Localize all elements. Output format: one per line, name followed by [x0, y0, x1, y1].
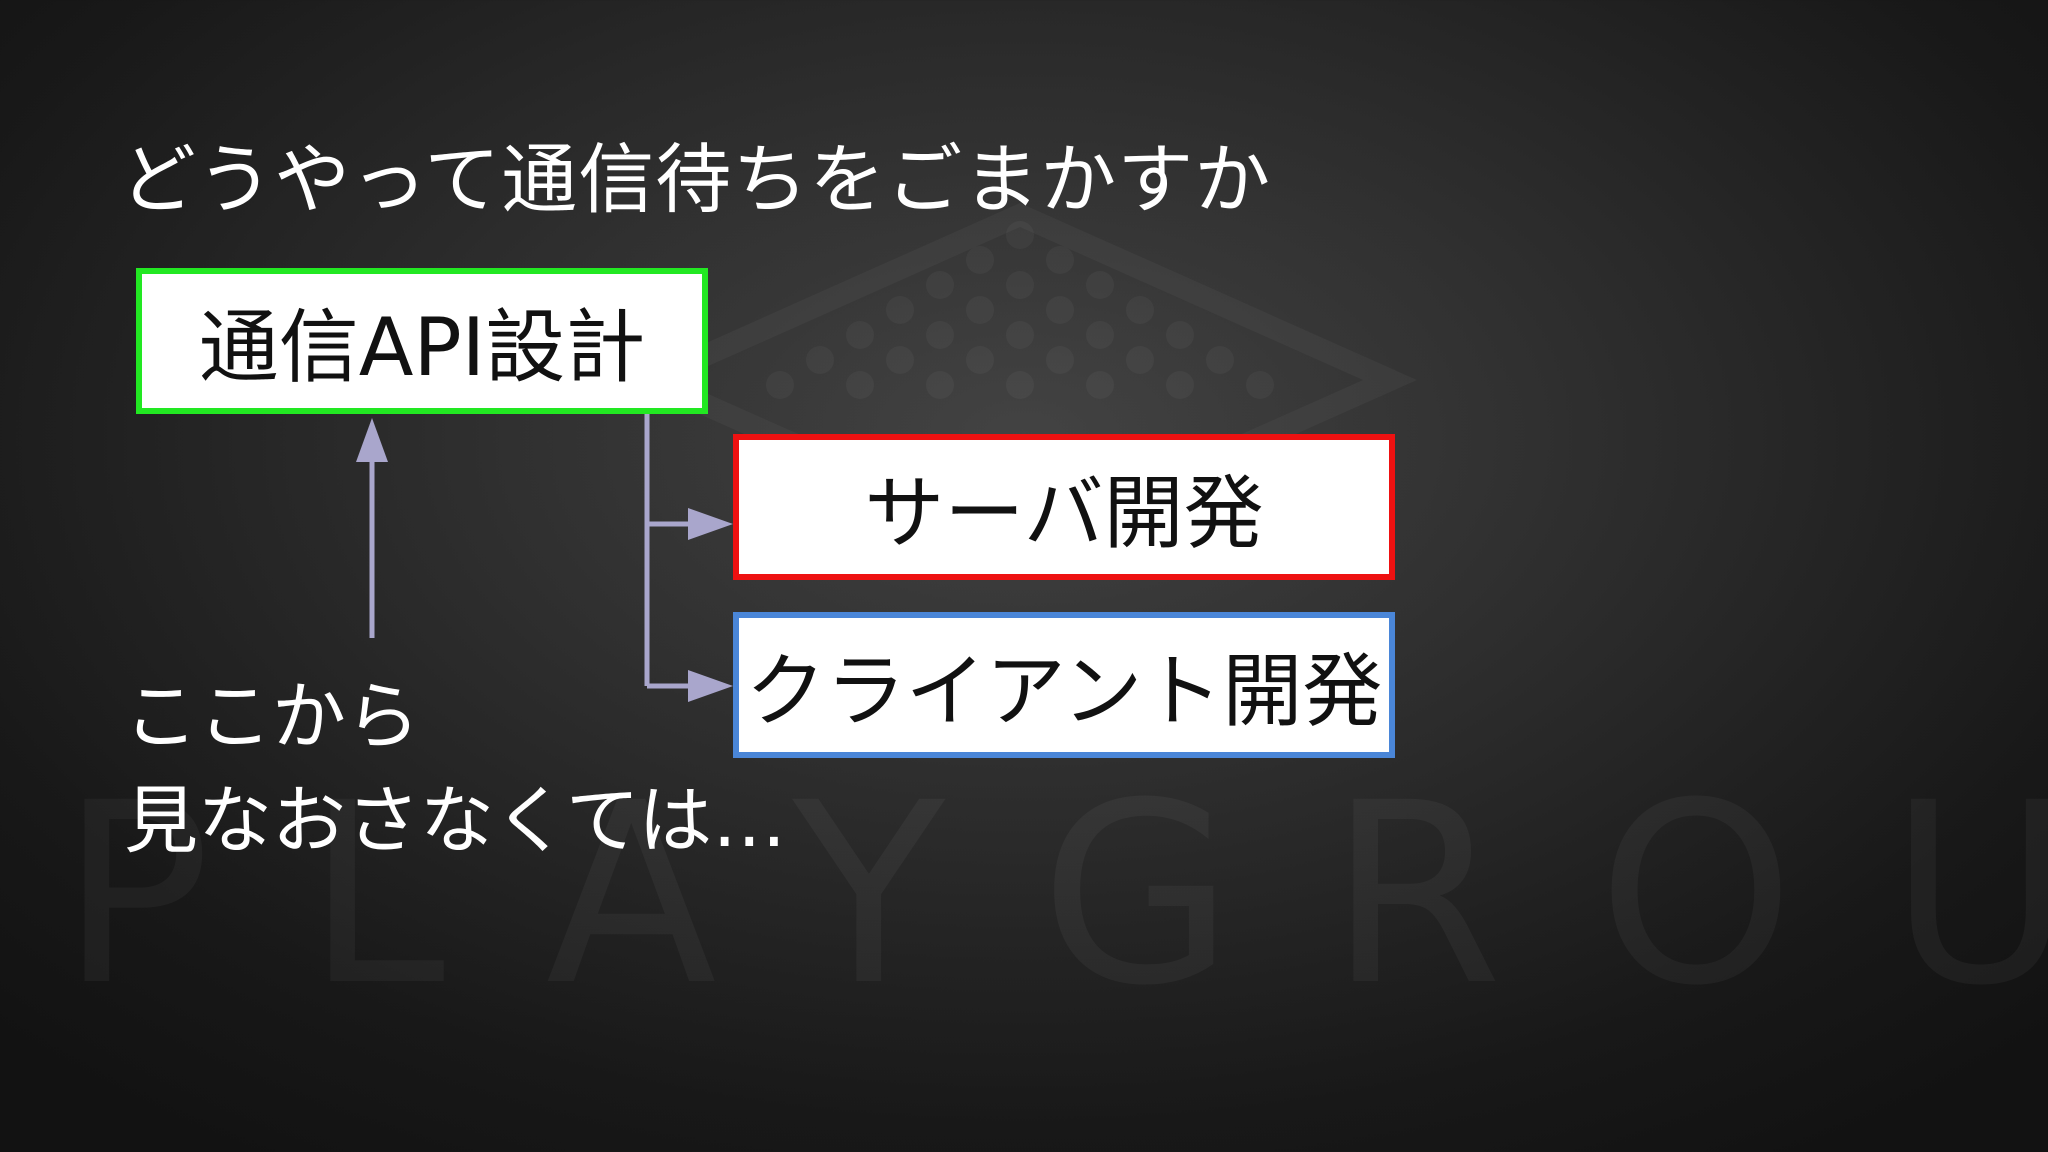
revisit-note: ここから 見なおさなくては… [124, 665, 786, 873]
server-dev-label: サーバ開発 [864, 467, 1264, 560]
arrowhead-server [688, 508, 733, 540]
arrowhead-client [688, 670, 733, 702]
note-line-1: ここから [124, 674, 420, 760]
slide-title: どうやって通信待ちをごまかすか [120, 135, 1272, 224]
client-dev-label: クライアント開発 [745, 645, 1383, 738]
api-design-box: 通信API設計 [136, 268, 708, 414]
api-design-label: 通信API設計 [198, 301, 646, 394]
client-dev-box: クライアント開発 [733, 612, 1395, 758]
arrowhead-api [356, 418, 388, 462]
server-dev-box: サーバ開発 [733, 434, 1395, 580]
watermark-text: PLAYGROUnD [60, 770, 2048, 1020]
note-line-2: 見なおさなくては… [124, 778, 787, 864]
